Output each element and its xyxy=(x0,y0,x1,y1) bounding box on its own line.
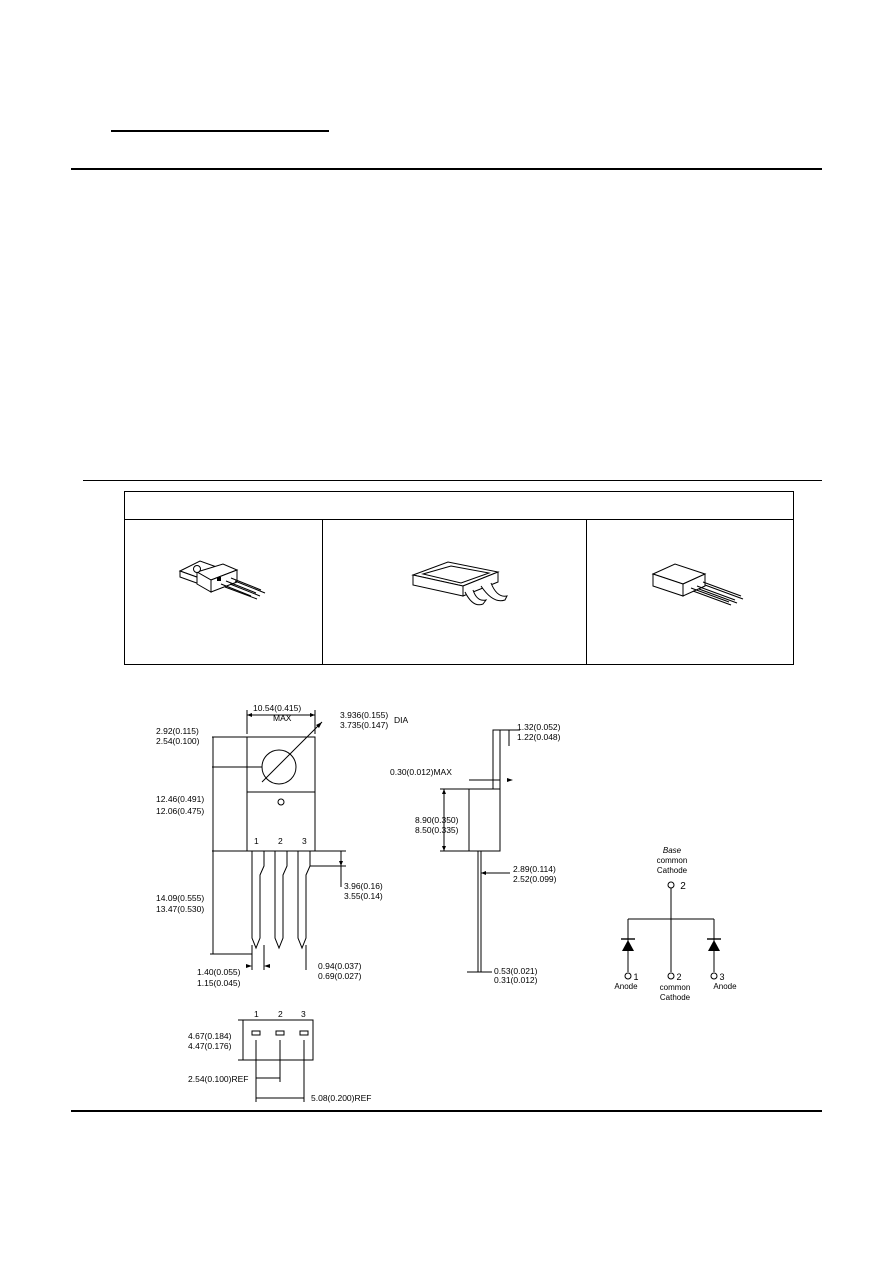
dim-side-body-max: 8.90(0.350) xyxy=(415,815,459,825)
dim-lead-thick-max: 0.94(0.037) xyxy=(318,961,362,971)
front-leads xyxy=(251,851,311,950)
schematic-top-pin: 2 xyxy=(680,881,686,892)
dim-lead-shoulder-min: 3.55(0.14) xyxy=(344,891,383,901)
schematic-pin2: 2 xyxy=(676,972,681,982)
schematic-label-cathode-top: Cathode xyxy=(657,866,688,875)
dim-lead-shoulder-max: 3.96(0.16) xyxy=(344,881,383,891)
dim-hole-dia-max: 3.936(0.155) xyxy=(340,710,388,720)
package-cell-d2pak xyxy=(322,520,586,664)
dim-lead-width-min: 1.15(0.045) xyxy=(197,978,241,988)
dim-overall-width: 10.54(0.415) xyxy=(253,703,301,713)
schematic-label-base: Base xyxy=(663,846,682,855)
dim-pitch: 2.54(0.100)REF xyxy=(188,1074,248,1084)
body-marker xyxy=(277,798,285,806)
bottom-pin-1-label: 1 xyxy=(254,1009,259,1019)
package-cell-to220 xyxy=(125,520,322,664)
dim-lead-length-max: 14.09(0.555) xyxy=(156,893,204,903)
schematic xyxy=(624,881,718,980)
d2pak-package-image xyxy=(411,561,508,606)
schematic-cathode-label: Cathode xyxy=(660,993,691,1002)
front-pin-2-label: 2 xyxy=(278,836,283,846)
dim-depth-min: 4.47(0.176) xyxy=(188,1041,232,1051)
dim-hole-dia-note: DIA xyxy=(394,715,409,725)
dim-depth-max: 4.67(0.184) xyxy=(188,1031,232,1041)
section-rule xyxy=(83,480,822,481)
schematic-anode-right: Anode xyxy=(713,982,737,991)
dim-tab-top-min: 2.54(0.100) xyxy=(156,736,200,746)
outline-drawing: 10.54(0.415) MAX 3.936(0.155) 3.735(0.14… xyxy=(156,703,737,1103)
header-rule xyxy=(71,168,822,170)
dim-lead-offset-min: 2.52(0.099) xyxy=(513,874,557,884)
to220-package-image xyxy=(178,560,266,600)
bottom-pin-2-label: 2 xyxy=(278,1009,283,1019)
schematic-pin1: 1 xyxy=(633,972,638,982)
front-body-outline xyxy=(246,791,316,852)
i2pak-package-image xyxy=(651,563,744,606)
dim-lead-thick-min: 0.69(0.027) xyxy=(318,971,362,981)
side-body xyxy=(468,788,501,852)
dim-step-note: 0.30(0.012)MAX xyxy=(390,767,452,777)
mounting-hole xyxy=(261,749,297,785)
dim-lead-width-max: 1.40(0.055) xyxy=(197,967,241,977)
dim-span: 5.08(0.200)REF xyxy=(311,1093,371,1103)
title-underline xyxy=(111,130,329,132)
dim-overall-width-note: MAX xyxy=(273,713,292,723)
package-table xyxy=(124,491,794,665)
dim-body-height-min: 12.06(0.475) xyxy=(156,806,204,816)
bottom-body xyxy=(242,1019,314,1061)
schematic-pin3: 3 xyxy=(719,972,724,982)
dim-hole-dia-min: 3.735(0.147) xyxy=(340,720,388,730)
dim-lead-offset-max: 2.89(0.114) xyxy=(513,864,556,874)
dim-body-height-max: 12.46(0.491) xyxy=(156,794,204,804)
dim-side-body-min: 8.50(0.335) xyxy=(415,825,459,835)
schematic-anode-left: Anode xyxy=(614,982,638,991)
front-pin-1-label: 1 xyxy=(254,836,259,846)
dim-tab-thick-min: 1.22(0.048) xyxy=(517,732,561,742)
diode-right-icon xyxy=(707,938,721,951)
diode-left-icon xyxy=(621,938,635,951)
package-cell-i2pak xyxy=(586,520,793,664)
bottom-pin-3-label: 3 xyxy=(301,1009,306,1019)
schematic-label-common-top: common xyxy=(657,856,688,865)
footer-rule xyxy=(71,1110,822,1112)
schematic-cathode-common: common xyxy=(660,983,691,992)
package-table-header xyxy=(125,492,793,520)
dim-tab-thick-max: 1.32(0.052) xyxy=(517,722,561,732)
front-pin-3-label: 3 xyxy=(302,836,307,846)
dim-lead-length-min: 13.47(0.530) xyxy=(156,904,204,914)
dim-lead-t-min: 0.31(0.012) xyxy=(494,975,538,985)
dim-tab-top-max: 2.92(0.115) xyxy=(156,726,199,736)
dim-lead-t-max: 0.53(0.021) xyxy=(494,966,538,976)
